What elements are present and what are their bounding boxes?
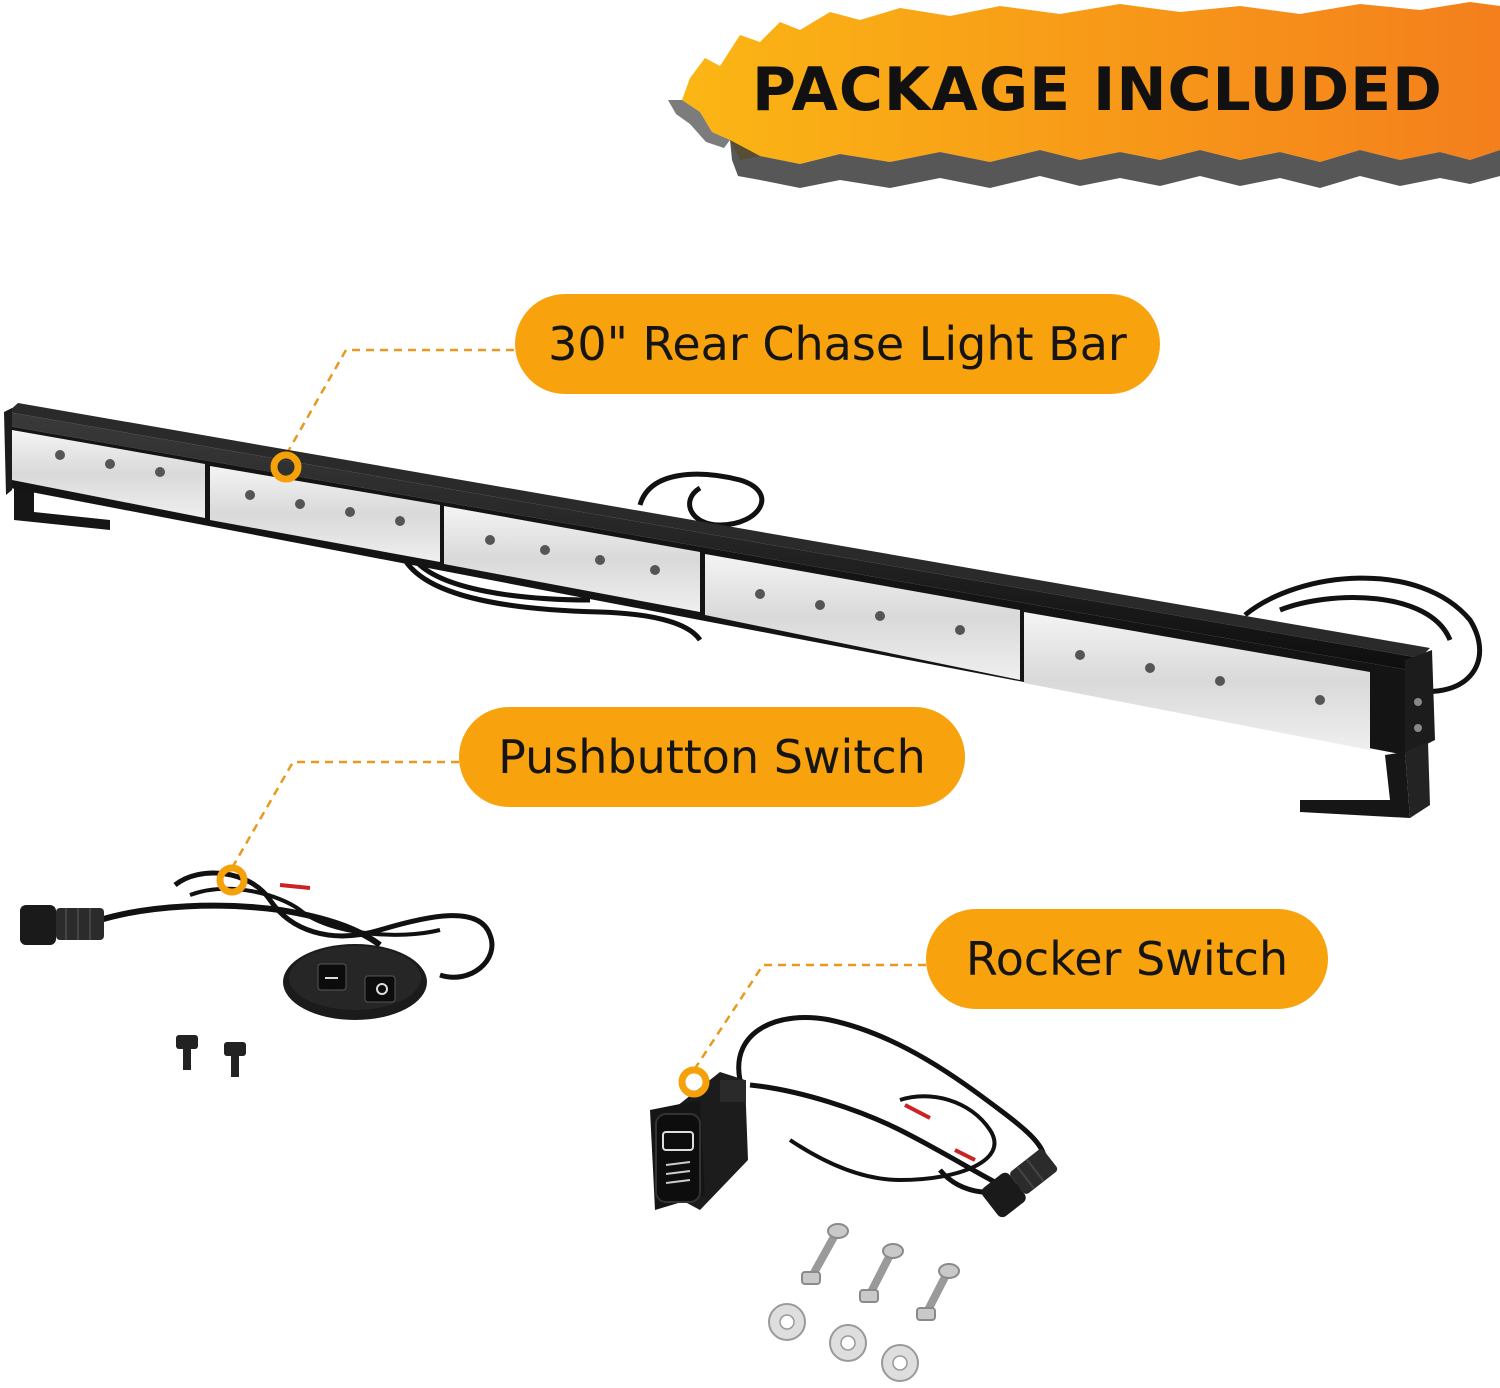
label-rocker-switch-text: Rocker Switch bbox=[965, 932, 1289, 986]
rocker-connector bbox=[981, 1149, 1058, 1218]
light-bar-wires bbox=[402, 471, 1483, 694]
banner-torn-paper bbox=[668, 2, 1500, 188]
pushbutton-switch-housing bbox=[283, 944, 427, 1020]
label-pushbutton-switch-text: Pushbutton Switch bbox=[498, 730, 926, 784]
label-rocker-switch: Rocker Switch bbox=[926, 909, 1328, 1009]
label-rear-chase-light-bar-text: 30" Rear Chase Light Bar bbox=[548, 317, 1127, 371]
package-included-title: PACKAGE INCLUDED bbox=[752, 55, 1443, 125]
pushbutton-switch-harness bbox=[20, 870, 495, 1077]
pushbutton-connector bbox=[20, 905, 104, 945]
callout-dot-icon bbox=[216, 451, 710, 1098]
callout-lines bbox=[230, 348, 926, 1071]
label-pushbutton-switch: Pushbutton Switch bbox=[459, 707, 965, 807]
label-rear-chase-light-bar: 30" Rear Chase Light Bar bbox=[515, 294, 1160, 394]
rocker-switch-harness bbox=[650, 1015, 1058, 1382]
pushbutton-screws bbox=[176, 1035, 246, 1077]
chase-light-bar bbox=[4, 403, 1435, 818]
rocker-switch-body bbox=[650, 1072, 748, 1210]
rocker-hardware bbox=[768, 1223, 960, 1382]
